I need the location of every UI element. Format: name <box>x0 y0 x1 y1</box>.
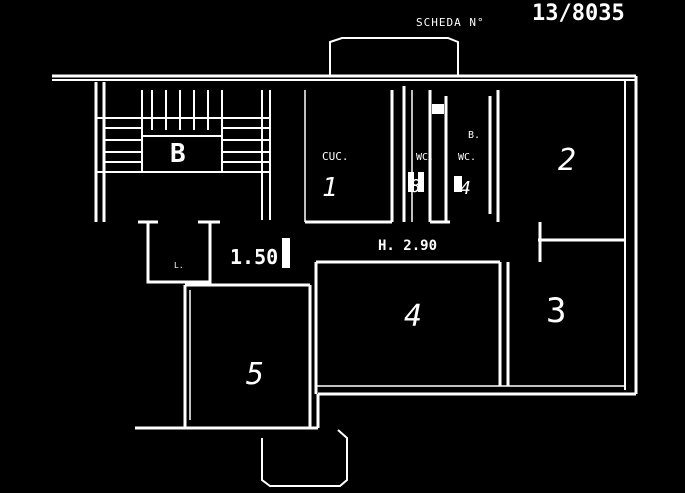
thin-walls <box>189 90 625 420</box>
room4-number: 4 <box>404 299 422 334</box>
top-balcony <box>329 37 459 76</box>
room3-number: 3 <box>546 291 566 331</box>
landing <box>138 220 220 284</box>
height-annotation: H. 2.90 <box>378 238 437 254</box>
top-wall-detail <box>52 79 636 390</box>
labels: SCHEDA N° 13/8035 CUC. 1 WC. 8 B. WC. 4 … <box>170 1 625 392</box>
interior-walls <box>185 86 625 428</box>
stair-label: B <box>170 139 186 169</box>
scheda-label: SCHEDA N° <box>416 16 485 29</box>
b-label: B. <box>468 130 480 141</box>
bottom-balcony <box>261 429 348 487</box>
fixtures <box>282 104 462 268</box>
staircase <box>96 90 271 220</box>
scheda-number: 13/8035 <box>532 1 625 26</box>
room5-number: 5 <box>246 357 264 392</box>
bath1-label: WC. <box>416 152 434 163</box>
kitchen-label: CUC. <box>322 150 349 163</box>
landing-label: L. <box>174 261 184 270</box>
room2-number: 2 <box>558 143 576 178</box>
outer-walls <box>52 74 638 430</box>
bath1-number: 8 <box>410 176 421 197</box>
bath2-label: WC. <box>458 152 476 163</box>
kitchen-number: 1 <box>322 173 338 203</box>
bath2-number: 4 <box>460 178 471 199</box>
entry-number: 1.50 <box>230 245 278 269</box>
